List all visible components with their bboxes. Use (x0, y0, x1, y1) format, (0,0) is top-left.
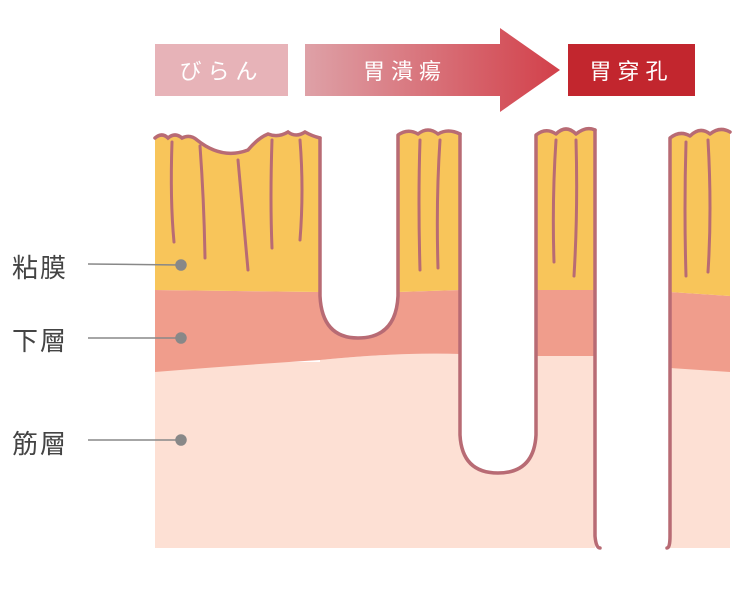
stage-label-ulcer: 胃潰瘍 (362, 60, 447, 85)
mucosal-folds (683, 138, 712, 278)
mucosal-folds (417, 138, 579, 278)
submucosa-layer (155, 290, 320, 372)
submucosa-layer (320, 290, 460, 360)
muscle-layer (320, 353, 595, 548)
muscle-layer (670, 368, 730, 548)
deep-ulcer-outline (458, 126, 597, 475)
perforation-column (593, 127, 732, 550)
leader-lines (87, 259, 187, 446)
mucosal-folds (169, 138, 304, 272)
stage-label-erosion: びらん (155, 44, 288, 96)
submucosa-layer (670, 292, 730, 372)
shallow-ulcer-outline (318, 128, 462, 340)
submucosa-layer (536, 290, 595, 356)
muscle-dot (175, 434, 187, 446)
progression-arrow (305, 28, 560, 112)
mucosa-layer (670, 129, 730, 296)
layer-label-mucosa: 粘膜 (12, 254, 69, 284)
mucosa-layer (398, 130, 460, 292)
stage-label-perforation: 胃穿孔 (568, 44, 695, 96)
submucosa-dot (175, 332, 187, 344)
layer-label-submucosa: 下層 (12, 327, 69, 357)
erosion-column (153, 129, 322, 548)
layer-label-muscle: 筋層 (12, 430, 69, 460)
mucosa-leader (87, 263, 181, 266)
muscle-layer (155, 362, 320, 548)
perforation-outline (593, 127, 732, 550)
mucosa-dot (175, 259, 187, 271)
mucosa-outline (153, 129, 322, 156)
ulcer-column (318, 126, 597, 548)
mucosa-layer (155, 132, 320, 292)
mucosa-layer (536, 128, 595, 290)
